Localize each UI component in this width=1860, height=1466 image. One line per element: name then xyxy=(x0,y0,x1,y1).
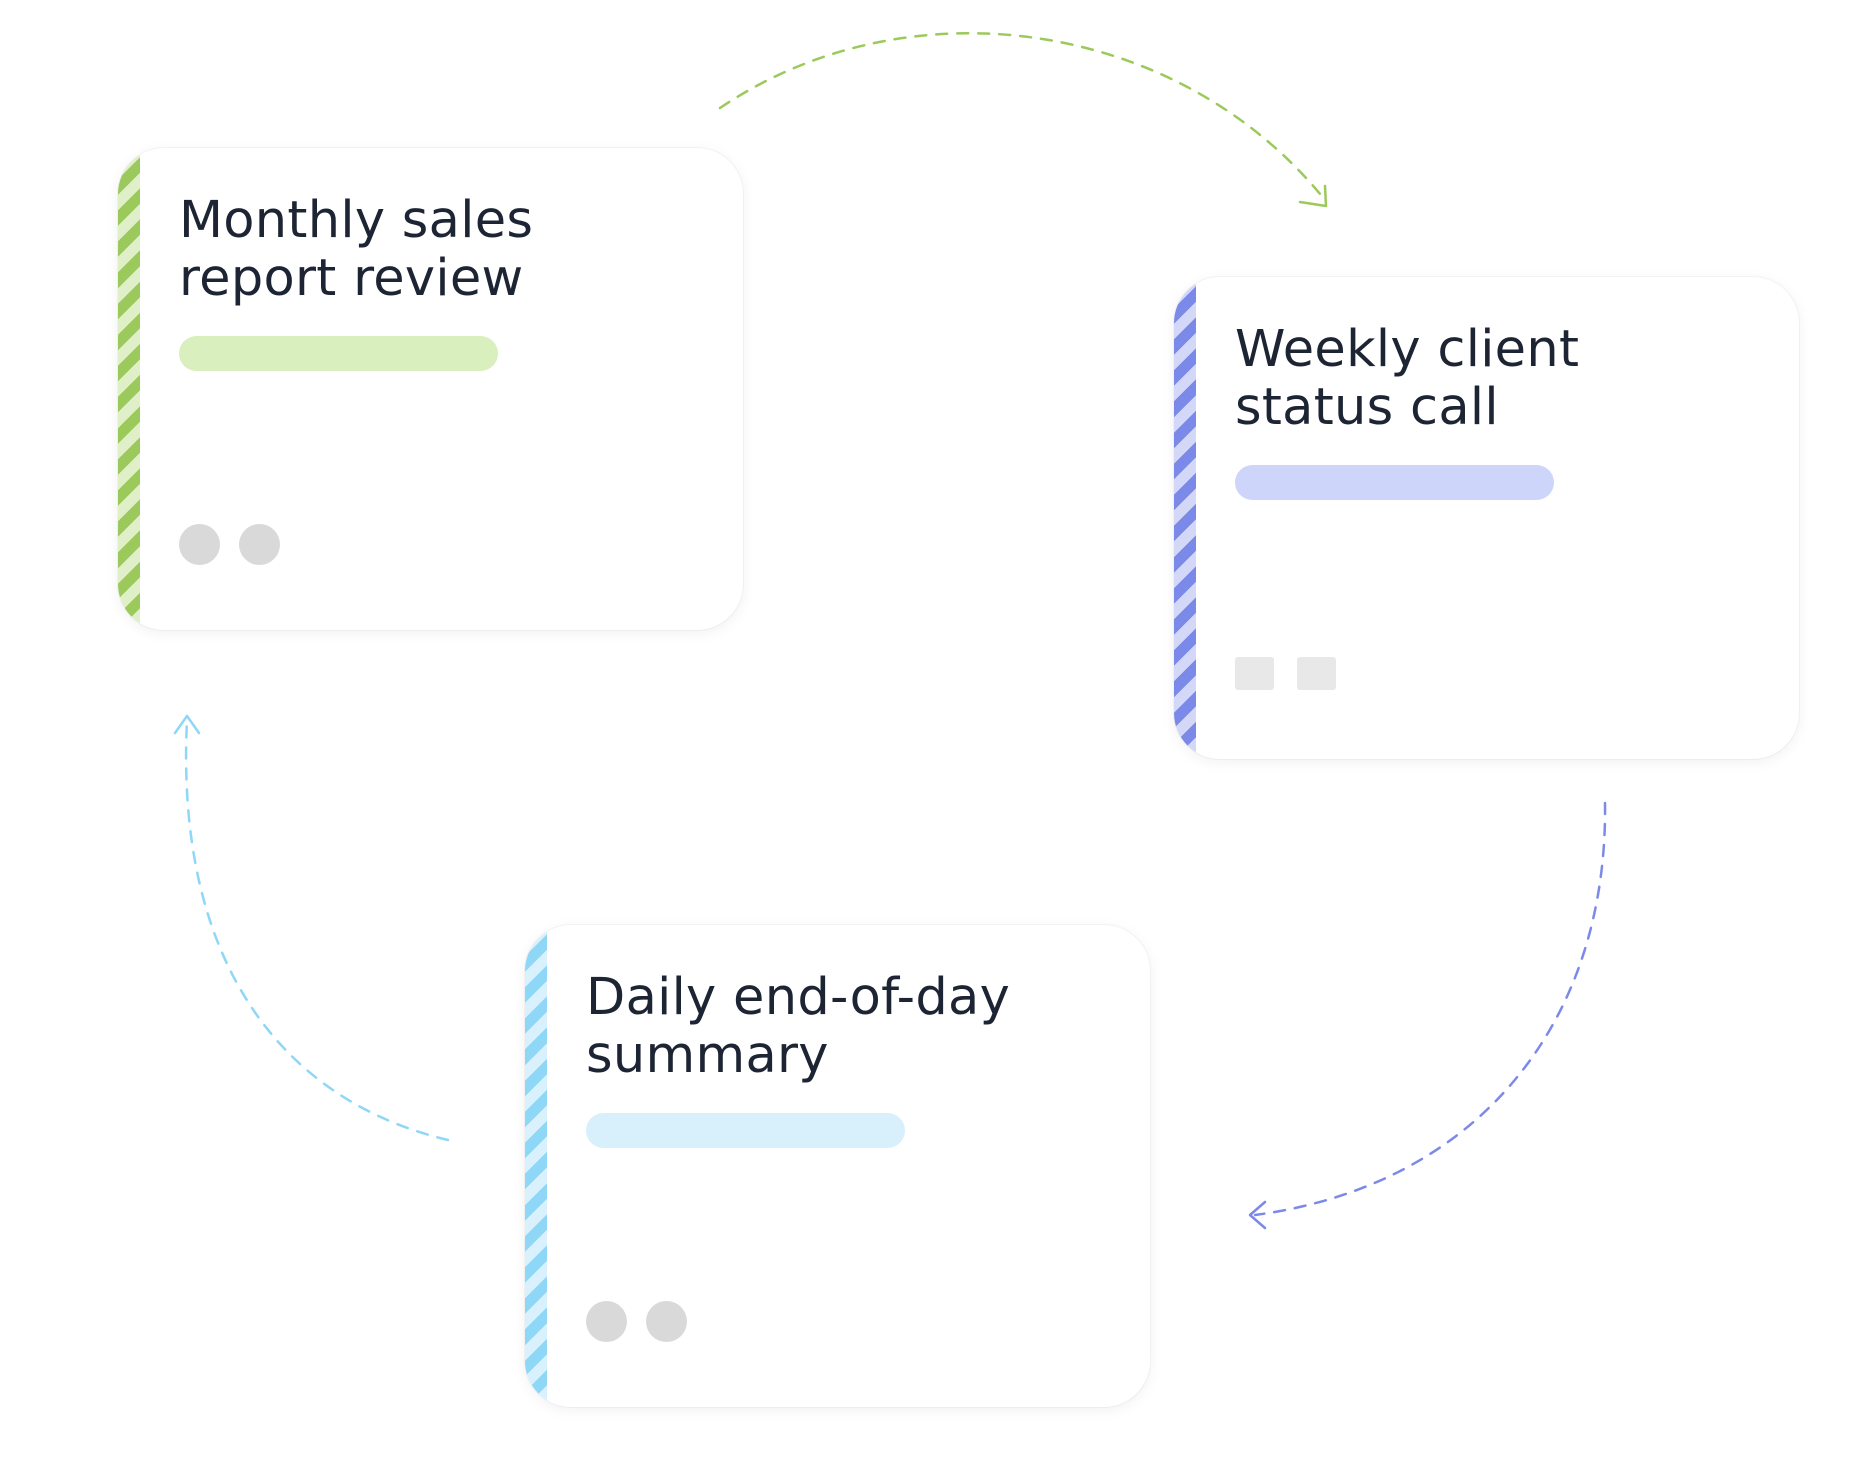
card-title: Daily end-of-day summary xyxy=(586,968,1011,1085)
tag-placeholder xyxy=(1297,657,1336,690)
avatar-placeholder xyxy=(646,1301,687,1342)
arrowhead-daily-to-monthly xyxy=(173,714,201,735)
card-progress-bar xyxy=(179,336,498,371)
card-progress-bar xyxy=(1235,465,1554,500)
avatar-placeholder xyxy=(239,524,280,565)
tag-placeholder xyxy=(1235,657,1274,690)
avatar-placeholder xyxy=(586,1301,627,1342)
task-card-weekly-client-status-call[interactable]: Weekly client status call xyxy=(1174,277,1799,759)
arrow-monthly-to-weekly xyxy=(718,31,1327,202)
arrowhead-monthly-to-weekly xyxy=(1298,184,1328,208)
task-card-daily-end-of-day-summary[interactable]: Daily end-of-day summary xyxy=(525,925,1150,1407)
arrowhead-weekly-to-daily xyxy=(1248,1200,1267,1230)
card-accent-stripe xyxy=(1174,277,1196,759)
card-accent-stripe xyxy=(118,148,140,630)
card-title: Monthly sales report review xyxy=(179,191,534,308)
card-progress-bar xyxy=(586,1113,905,1148)
task-card-monthly-sales-report-review[interactable]: Monthly sales report review xyxy=(118,148,743,630)
card-title: Weekly client status call xyxy=(1235,320,1580,437)
card-accent-stripe xyxy=(525,925,547,1407)
arrow-daily-to-monthly xyxy=(184,718,450,1142)
arrow-weekly-to-daily xyxy=(1253,801,1607,1217)
avatar-placeholder xyxy=(179,524,220,565)
